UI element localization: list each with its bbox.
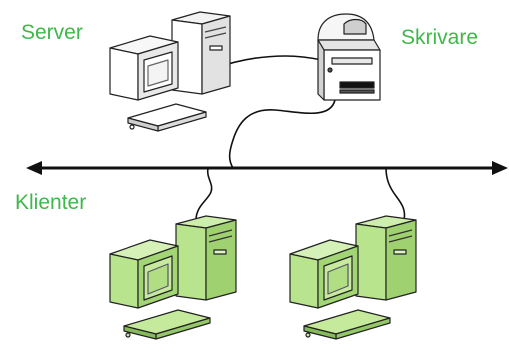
server-label: Server [21,21,83,44]
cables [195,55,406,221]
client-computer-icon [289,215,417,340]
printer-label: Skrivare [401,26,479,49]
server-computer-icon [109,11,231,132]
client-computer-icon [109,215,237,340]
clients-label: Klienter [15,191,87,214]
network-arrow-icon [26,161,508,175]
printer-icon [317,13,381,101]
